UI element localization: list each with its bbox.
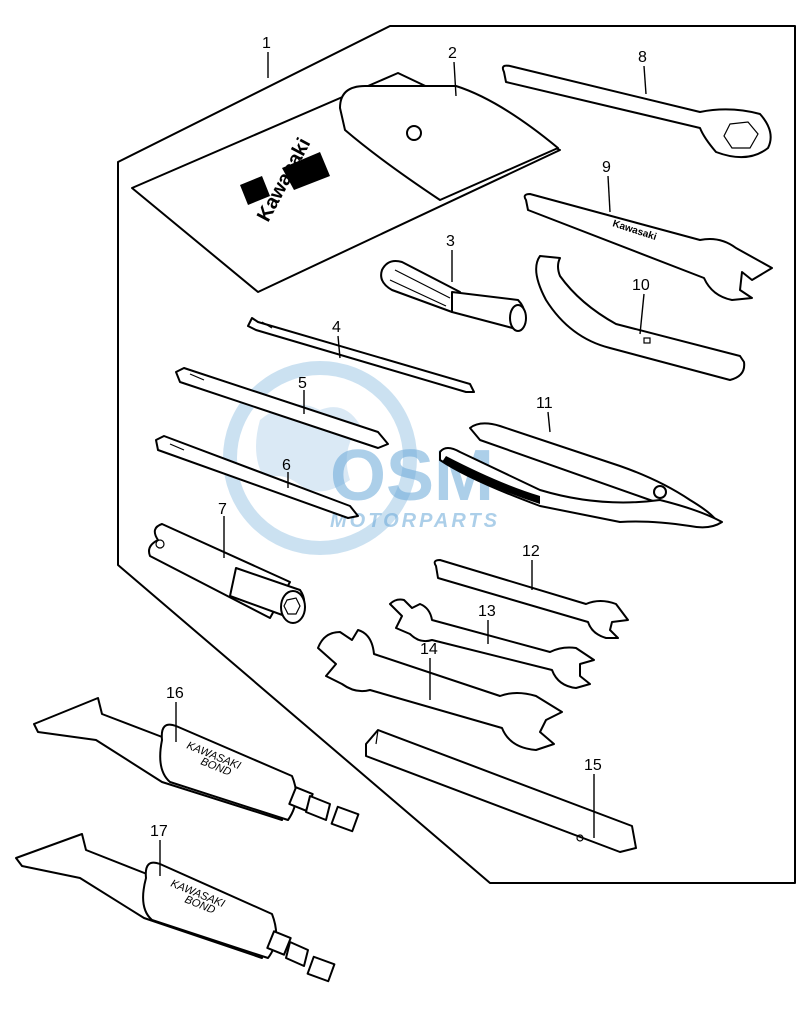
callout-5: 5 (298, 375, 307, 392)
callout-9: 9 (602, 159, 611, 176)
screwdriver-shaft-4 (247, 317, 475, 393)
bond-tube-16: KAWASAKI BOND (33, 697, 360, 833)
double-open-end-wrench-13 (389, 598, 595, 689)
hook-spanner (535, 255, 746, 381)
callout-4: 4 (332, 319, 341, 336)
callout-11: 11 (536, 395, 553, 412)
callout-10: 10 (632, 277, 650, 294)
callout-3: 3 (446, 233, 455, 250)
kawasaki-logo-icon (240, 152, 330, 205)
screwdriver-blade-6 (155, 435, 359, 519)
screwdriver-handle (380, 260, 527, 332)
callout-8: 8 (638, 49, 647, 66)
callout-14: 14 (420, 641, 438, 658)
socket-wrench (148, 523, 306, 624)
callout-6: 6 (282, 457, 291, 474)
bond-tube-17: KAWASAKI BOND (15, 833, 336, 983)
callout-17: 17 (150, 823, 168, 840)
kit-boundary (117, 25, 796, 884)
watermark-globe-icon (223, 361, 417, 555)
watermark-tagline: MOTORPARTS (330, 510, 500, 532)
callout-labels: 1 2 3 4 5 6 7 8 9 10 11 12 13 14 15 16 1… (150, 35, 650, 840)
open-end-wrench-12 (433, 559, 629, 639)
pouch-flap (339, 85, 559, 201)
double-open-end-wrench-14 (317, 629, 563, 751)
callout-1: 1 (262, 35, 271, 52)
ring-wrench (501, 64, 772, 159)
callout-12: 12 (522, 543, 540, 560)
callout-7: 7 (218, 501, 227, 518)
screwdriver-blade-5 (175, 367, 389, 449)
leader-lines (159, 52, 647, 876)
callout-16: 16 (166, 685, 184, 702)
pouch-snap-icon (406, 125, 422, 141)
pliers (439, 422, 723, 529)
extension-bar (365, 729, 637, 853)
callout-15: 15 (584, 757, 602, 774)
callout-13: 13 (478, 603, 496, 620)
callout-2: 2 (448, 45, 457, 62)
